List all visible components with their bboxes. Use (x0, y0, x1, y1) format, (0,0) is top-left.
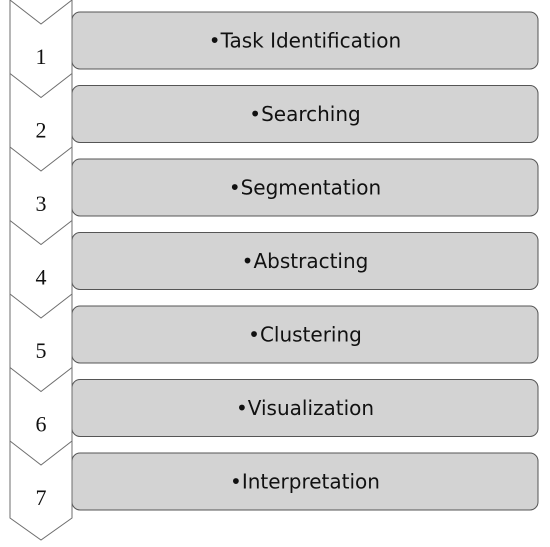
step-label: •Visualization (236, 396, 374, 420)
step-label: •Task Identification (209, 29, 401, 53)
step-number: 5 (36, 338, 47, 363)
step-label: •Interpretation (230, 470, 380, 494)
step-number: 3 (36, 191, 47, 216)
step-number: 6 (36, 412, 47, 437)
step-number: 4 (36, 265, 47, 290)
step-boxes: •Task Identification •Searching •Segmentat… (71, 11, 539, 511)
step-label: •Searching (249, 102, 360, 126)
step-number: 2 (36, 118, 47, 143)
step-chevrons: 1 2 3 4 5 6 7 (9, 0, 73, 541)
step-label: •Abstracting (242, 249, 369, 273)
step-number: 1 (36, 44, 47, 69)
step-label: •Segmentation (229, 176, 381, 200)
step-label: •Clustering (248, 323, 362, 347)
step-number: 7 (36, 485, 47, 510)
step-chevron (9, 439, 73, 541)
